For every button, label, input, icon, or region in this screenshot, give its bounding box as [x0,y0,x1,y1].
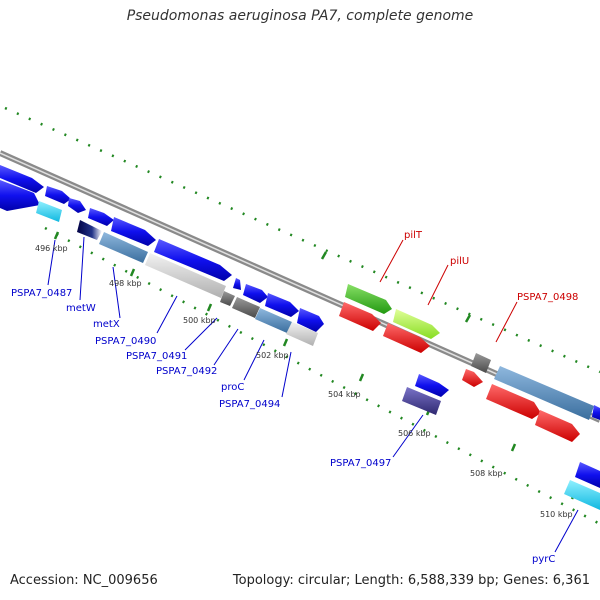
gene-label[interactable]: PSPA7_0497 [330,458,391,469]
gene-label[interactable]: metX [93,319,120,330]
gene-feature[interactable] [0,165,44,193]
gene-feature[interactable] [154,239,232,281]
gene-feature[interactable] [45,186,71,204]
scale-label: 510 kbp [540,510,573,519]
gene-labels: PSPA7_0487 metW metX PSPA7_0490 PSPA7_04… [11,230,578,565]
forward-genes [0,165,600,488]
gene-feature[interactable] [36,201,62,222]
gene-label[interactable]: PSPA7_0492 [156,366,217,377]
scale-label: 498 kbp [109,279,142,288]
gene-feature[interactable] [383,323,430,353]
gene-label[interactable]: pyrC [532,554,555,565]
major-ticks [53,231,577,500]
gene-label[interactable]: PSPA7_0487 [11,288,72,299]
gene-feature[interactable] [255,308,292,333]
label-leaders [47,236,579,553]
gene-feature[interactable] [339,302,381,331]
gene-label[interactable]: PSPA7_0494 [219,399,280,410]
gene-feature[interactable] [232,297,260,318]
gene-feature[interactable] [145,253,226,298]
gene-feature[interactable] [575,462,600,488]
gene-feature[interactable] [286,322,318,346]
gene-feature[interactable] [402,387,441,415]
gene-feature[interactable] [297,308,324,332]
inner-scale-track [44,226,600,526]
gene-feature[interactable] [111,217,156,246]
gene-label[interactable]: pilT [404,230,423,241]
scale-label: 502 kbp [256,351,289,360]
gene-feature[interactable] [393,309,440,339]
gene-feature[interactable] [592,405,600,420]
scale-label: 508 kbp [470,469,503,478]
gene-feature[interactable] [99,232,148,263]
outer-scale-track [4,106,600,374]
gene-feature[interactable] [243,284,268,303]
gene-feature[interactable] [345,284,392,314]
gene-label[interactable]: PSPA7_0491 [126,351,187,362]
accession-text: Accession: NC_009656 [10,573,158,588]
gene-feature[interactable] [88,208,114,226]
scale-labels: 496 kbp 498 kbp 500 kbp 502 kbp 504 kbp … [35,244,573,519]
gene-feature[interactable] [486,384,541,419]
reverse-genes [0,180,600,510]
scale-label: 496 kbp [35,244,68,253]
gene-feature[interactable] [471,353,491,373]
scale-label: 506 kbp [398,429,431,438]
gene-feature[interactable] [77,220,102,240]
scale-label: 504 kbp [328,390,361,399]
gene-feature[interactable] [415,374,449,397]
gene-label[interactable]: pilU [450,256,469,267]
gene-feature[interactable] [535,410,580,442]
scale-label: 500 kbp [183,316,216,325]
gene-feature[interactable] [233,278,241,290]
gene-feature[interactable] [494,366,594,420]
map-title: Pseudomonas aeruginosa PA7, complete gen… [126,8,474,24]
gene-feature[interactable] [0,180,40,211]
gene-feature[interactable] [220,291,235,306]
gene-feature[interactable] [462,369,483,387]
gene-label[interactable]: PSPA7_0498 [517,292,578,303]
gene-feature[interactable] [265,293,299,317]
gene-label[interactable]: PSPA7_0490 [95,336,156,347]
gene-feature[interactable] [68,198,86,213]
gene-feature[interactable] [564,480,600,510]
gene-label[interactable]: metW [66,303,96,314]
genome-summary-text: Topology: circular; Length: 6,588,339 bp… [232,573,590,588]
gene-label[interactable]: proC [221,382,244,393]
